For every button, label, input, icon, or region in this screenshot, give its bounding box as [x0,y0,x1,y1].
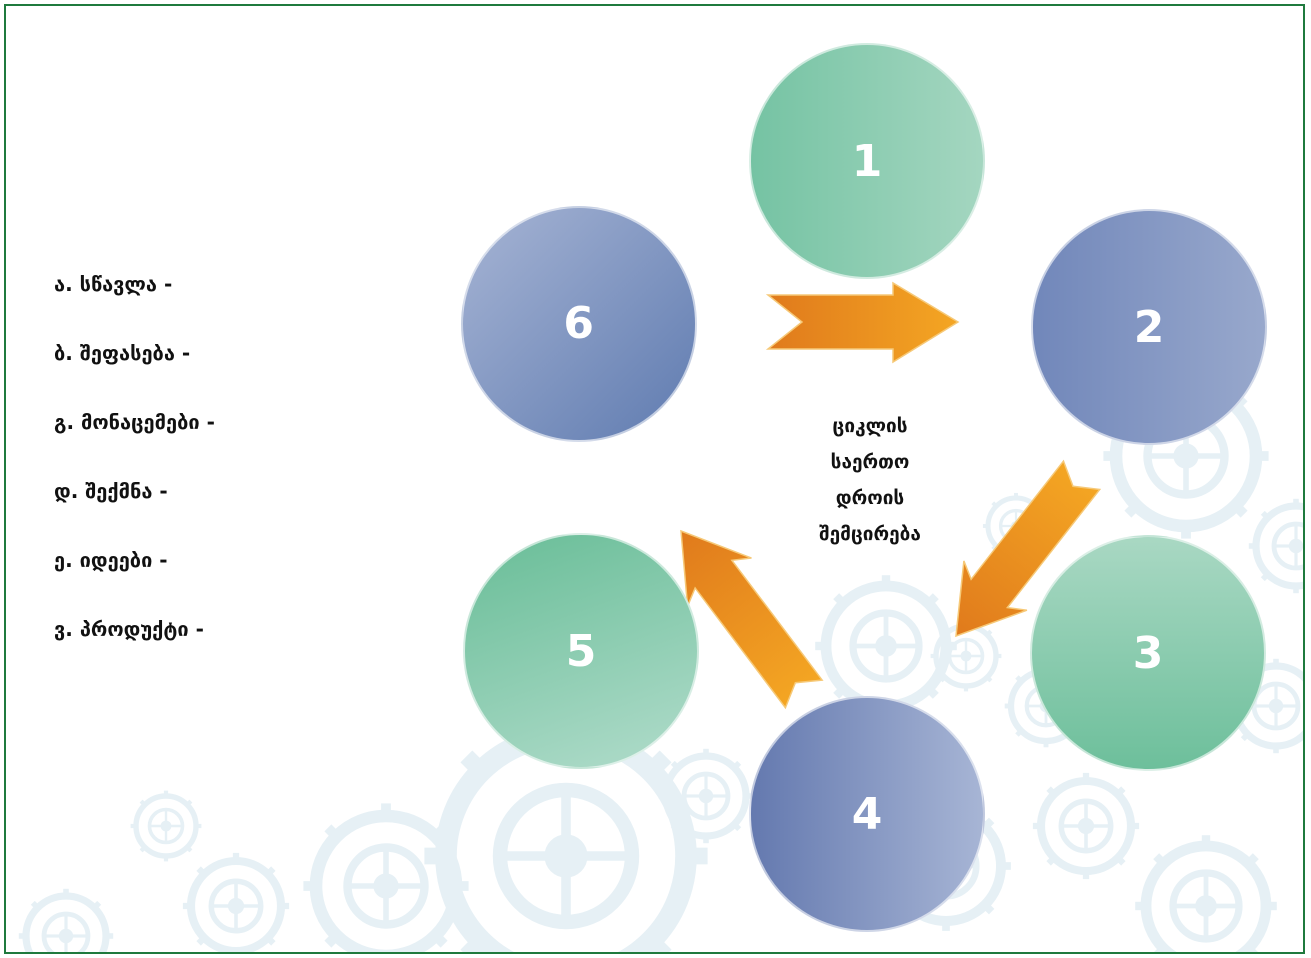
legend-item-e: ე. იდეები - [54,548,168,572]
cycle-circle-6: 6 [461,206,697,442]
legend-item-v: ვ. პროდუქტი - [54,617,204,641]
circle-number-2: 2 [1133,301,1165,353]
legend-item-a: ა. სწავლა - [54,272,173,296]
legend-item-d: დ. შექმნა - [54,479,168,503]
cycle-circle-5: 5 [463,533,699,769]
center-line-2: საერთო [830,451,910,473]
cycle-circle-2: 2 [1031,209,1267,445]
arrow-right-icon [765,281,960,364]
center-line-4: შემცირება [819,523,921,545]
arrow-down-left-icon [955,459,1102,638]
legend-list: ა. სწავლა - ბ. შეფასება - გ. მონაცემები … [54,264,215,678]
diagram-frame: ა. სწავლა - ბ. შეფასება - გ. მონაცემები … [4,4,1305,954]
cycle-circle-4: 4 [749,696,985,932]
arrow-up-left-icon [680,529,824,710]
cycle-center-label: ციკლის საერთო დროის შემცირება [785,408,955,552]
legend-item-g: გ. მონაცემები - [54,410,215,434]
circle-number-4: 4 [851,788,883,840]
center-line-1: ციკლის [832,415,908,437]
circle-number-3: 3 [1132,627,1164,679]
legend-item-b: ბ. შეფასება - [54,341,191,365]
circle-number-1: 1 [851,135,883,187]
cycle-circle-1: 1 [749,43,985,279]
circle-number-6: 6 [563,298,595,350]
cycle-circle-3: 3 [1030,535,1266,771]
circle-number-5: 5 [565,625,597,677]
center-line-3: დროის [835,487,905,509]
arrows-layer [680,281,1102,710]
